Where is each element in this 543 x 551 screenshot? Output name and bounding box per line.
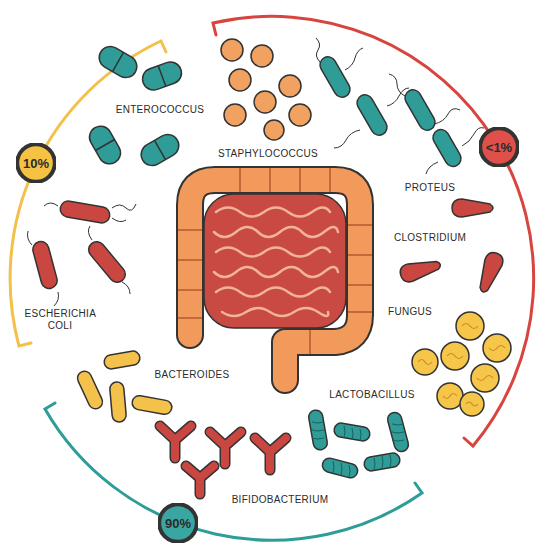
bacteroides — [75, 350, 173, 423]
species-label: FUNGUS — [387, 306, 433, 318]
proteus — [316, 38, 484, 174]
species-label: CLOSTRIDIUM — [393, 232, 467, 244]
clostridium — [398, 199, 505, 295]
percent-value: 10% — [23, 156, 49, 171]
species-label: PROTEUS — [404, 182, 456, 194]
species-label: ENTEROCOCCUS — [115, 104, 206, 116]
percent-circle: <1% — [479, 127, 519, 167]
percent-value: 90% — [165, 516, 191, 531]
percent-circle: 10% — [16, 143, 56, 183]
species-label: ESCHERICHIA COLI — [23, 308, 96, 332]
species-label: BACTEROIDES — [154, 369, 231, 381]
species-label: LACTOBACILLUS — [328, 389, 415, 401]
escherichia-coli — [28, 200, 137, 306]
staphylococcus — [221, 39, 311, 140]
bracket-arc — [10, 41, 166, 346]
percent-value: <1% — [486, 140, 512, 155]
lactobacillus — [308, 409, 410, 479]
intestine — [178, 168, 372, 380]
fungus — [412, 312, 511, 416]
bracket-arc — [45, 403, 422, 540]
species-label: BIFIDOBACTERIUM — [231, 494, 330, 506]
percent-circle: 90% — [158, 503, 198, 543]
species-label: STAPHYLOCOCCUS — [217, 148, 319, 160]
bifidobacterium — [160, 426, 286, 494]
